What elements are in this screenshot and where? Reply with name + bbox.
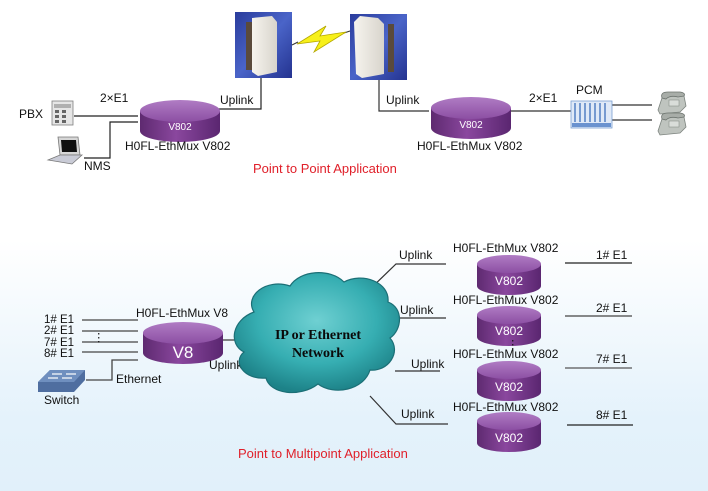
ethmux-v802-device[interactable]: V802 <box>431 97 511 139</box>
device-badge: V802 <box>495 380 523 394</box>
remote-device-name: H0FL-EthMux V802 <box>453 400 559 414</box>
remote-site: Uplink H0FL-EthMux V802 V802 1# E1 <box>399 241 632 295</box>
hub-e1-lines <box>82 319 238 381</box>
switch-icon <box>38 370 85 392</box>
remote-e1-label: 8# E1 <box>596 408 628 422</box>
remote-device-name: H0FL-EthMux V802 <box>453 241 559 255</box>
ethmux-v802-device[interactable]: V802 <box>477 361 541 401</box>
ellipsis-marker: ⋮ <box>93 332 105 344</box>
nms-label: NMS <box>84 159 111 173</box>
remote-device-name: H0FL-EthMux V802 <box>453 293 559 307</box>
remote-site: Uplink H0FL-EthMux V802 V802 7# E1 <box>411 347 632 401</box>
pbx-label: PBX <box>19 107 43 121</box>
ethmux-v802-device[interactable]: V802 <box>140 100 220 142</box>
remote-e1-label: 7# E1 <box>596 352 628 366</box>
hub-device-name: H0FL-EthMux V8 <box>136 306 228 320</box>
pcm-label: PCM <box>576 83 603 97</box>
pcm-rack-icon <box>570 100 613 129</box>
device-badge: V8 <box>173 343 194 362</box>
ethmux-v8-device[interactable]: V8 <box>143 322 223 364</box>
remote-uplink-label: Uplink <box>400 303 434 317</box>
e1-port-label: 8# E1 <box>44 348 74 360</box>
telephone-icon <box>657 112 687 136</box>
device-badge: V802 <box>168 122 192 133</box>
device-badge: V802 <box>495 431 523 445</box>
point-to-point-section: PBX NMS 2×E1 Uplink V802 H0FL-EthMux V80… <box>19 12 687 176</box>
ethmux-v802-device[interactable]: V802 <box>477 412 541 452</box>
e1-port-label: 2# E1 <box>44 325 74 337</box>
pbx-icon <box>51 100 74 126</box>
laptop-icon <box>46 136 84 165</box>
remote-e1-label: 1# E1 <box>596 248 628 262</box>
telephone-icon <box>657 91 687 115</box>
e1-port-label: 7# E1 <box>44 337 74 349</box>
remote-site: Uplink H0FL-EthMux V802 V802 2# E1 <box>400 293 632 346</box>
remote-uplink-label: Uplink <box>399 248 433 262</box>
right-device-name: H0FL-EthMux V802 <box>417 139 523 153</box>
left-e1-label: 2×E1 <box>100 91 129 105</box>
hub-uplink-label: Uplink <box>209 358 243 372</box>
p2p-right-links <box>378 80 652 121</box>
remote-e1-label: 2# E1 <box>596 301 628 315</box>
left-uplink-label: Uplink <box>220 93 254 107</box>
lightning-bolt-icon <box>291 25 351 54</box>
hub-e1-port-labels: 1# E1 2# E1 7# E1 8# E1 <box>44 314 74 360</box>
cloud-label-line1: IP or Ethernet <box>275 328 361 343</box>
radio-antenna-icon <box>350 14 407 80</box>
right-e1-label: 2×E1 <box>529 91 558 105</box>
remote-uplink-label: Uplink <box>411 357 445 371</box>
device-badge: V802 <box>495 274 523 288</box>
cloud-label-line2: Network <box>292 346 344 361</box>
switch-label: Switch <box>44 393 79 407</box>
right-uplink-label: Uplink <box>386 93 420 107</box>
ellipsis-marker: ⋮ <box>507 339 519 351</box>
e1-port-label: 1# E1 <box>44 314 74 326</box>
p2mp-title: Point to Multipoint Application <box>238 446 408 461</box>
ethmux-v802-device[interactable]: V802 <box>477 255 541 295</box>
device-badge: V802 <box>459 120 483 131</box>
remote-site: Uplink H0FL-EthMux V802 V802 8# E1 <box>401 400 633 452</box>
point-to-multipoint-section: 1# E1 2# E1 7# E1 8# E1 ⋮ H0FL-EthMux V8… <box>38 241 633 461</box>
ethernet-label: Ethernet <box>116 372 162 386</box>
ethmux-v802-device[interactable]: V802 <box>477 306 541 346</box>
radio-antenna-icon <box>235 12 292 78</box>
p2p-title: Point to Point Application <box>253 161 397 176</box>
p2p-left-links <box>74 78 262 159</box>
left-device-name: H0FL-EthMux V802 <box>125 139 231 153</box>
remote-uplink-label: Uplink <box>401 407 435 421</box>
ip-ethernet-network-cloud[interactable]: IP or Ethernet Network <box>233 272 401 394</box>
remote-device-name: H0FL-EthMux V802 <box>453 347 559 361</box>
device-badge: V802 <box>495 324 523 338</box>
